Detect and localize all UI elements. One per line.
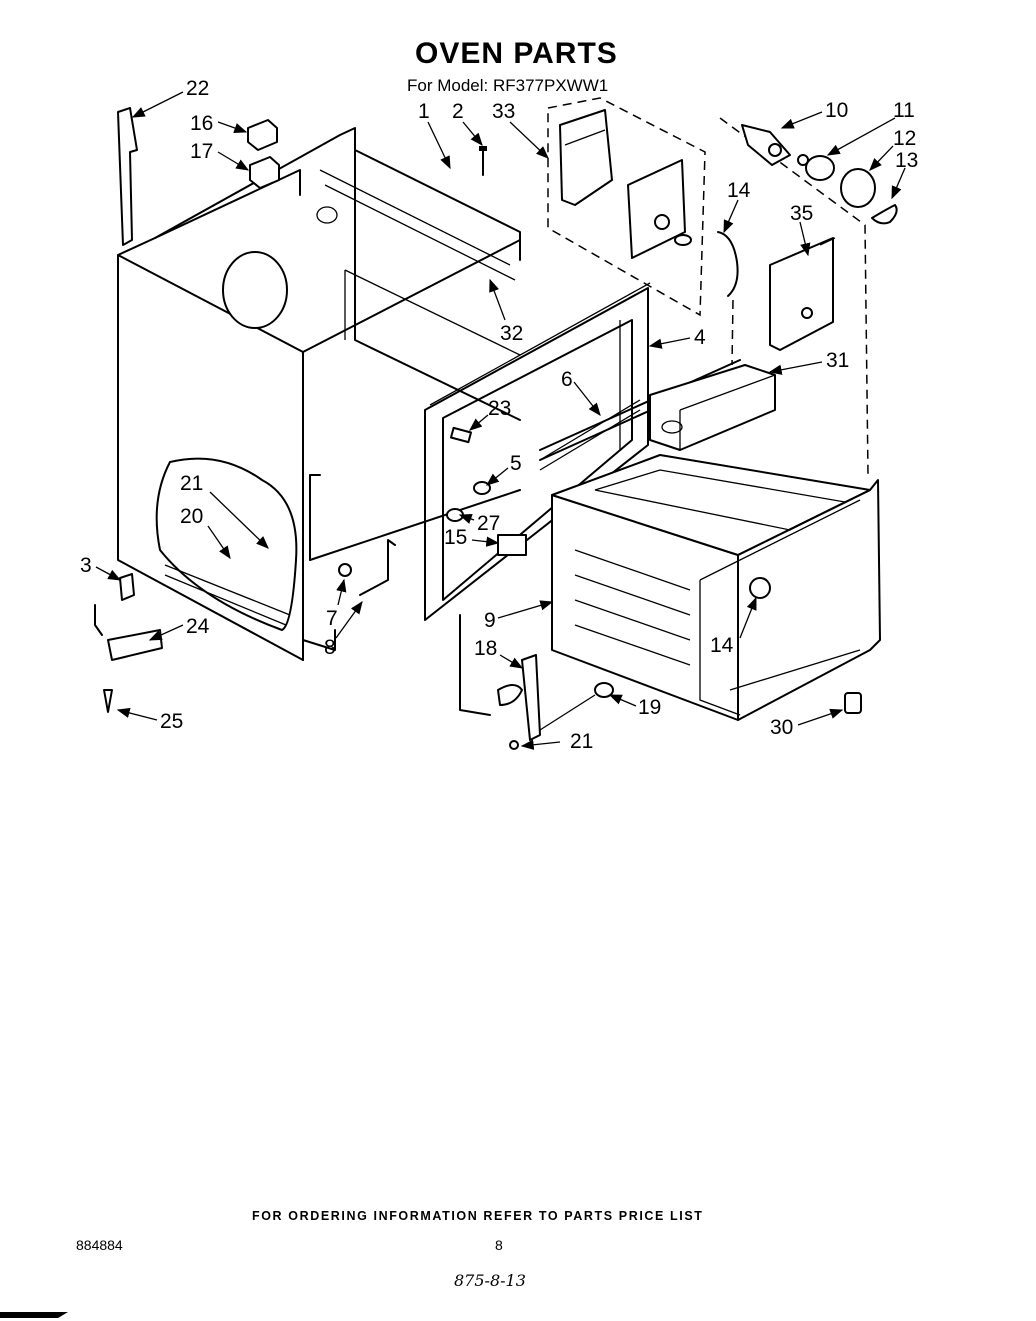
callout-4: 4 (694, 326, 706, 349)
callout-26: 24 (186, 615, 210, 638)
callout-3: 3 (80, 554, 92, 577)
bracket-assembly (547, 97, 706, 317)
model-label: For Model: RF377PXWW1 (407, 76, 609, 95)
callout-10: 10 (825, 99, 848, 122)
callout-27: 25 (160, 710, 183, 733)
document-number: 884884 (76, 1237, 123, 1253)
callout-31: 30 (770, 716, 793, 739)
callout-22: 20 (180, 505, 203, 528)
callout-30: 27 (477, 512, 500, 535)
callout-34: 33 (492, 100, 515, 123)
callout-7: 7 (326, 607, 338, 630)
gas-tube (717, 231, 739, 297)
callout-6: 6 (561, 368, 573, 391)
callout-15: 15 (444, 526, 467, 549)
oven-front-frame (424, 282, 651, 621)
oven-cabinet (117, 127, 521, 661)
callout-23: 21 (180, 472, 203, 495)
callout-18: 17 (190, 140, 213, 163)
scan-mark (0, 1312, 68, 1318)
handwritten-code: 875-8-13 (454, 1271, 526, 1290)
callout-24: 22 (186, 77, 209, 100)
callout-16: 14 (727, 179, 751, 202)
callout-32: 31 (826, 349, 849, 372)
callout-fourteen: 14 (710, 634, 734, 657)
callout-9: 9 (484, 609, 496, 632)
oven-liner (551, 454, 881, 721)
callout-25: 23 (488, 397, 511, 420)
callout-2: 2 (452, 100, 464, 123)
burner-cover (649, 364, 776, 451)
callout-8: 8 (324, 636, 336, 659)
page-title: OVEN PARTS (415, 37, 618, 70)
callout-20: 19 (638, 696, 661, 719)
callout-twenty-one: 21 (570, 730, 593, 753)
callout-13: 13 (895, 149, 918, 172)
ordering-note: FOR ORDERING INFORMATION REFER TO PARTS … (252, 1209, 704, 1223)
callout-35: 35 (790, 202, 813, 225)
small-parts (94, 107, 862, 750)
oven-light-assembly (719, 117, 898, 476)
callout-5: 5 (510, 452, 522, 475)
callout-33: 32 (500, 322, 523, 345)
page-number: 8 (495, 1237, 503, 1253)
callout-1: 1 (418, 100, 430, 123)
callout-11: 11 (893, 99, 915, 122)
callout-17: 16 (190, 112, 213, 135)
callout-numbers: 22 16 17 1 2 33 10 11 12 13 14 35 32 4 3… (80, 77, 918, 753)
rear-bracket (769, 237, 836, 351)
callout-leaders (95, 91, 906, 750)
callout-12: 12 (893, 127, 916, 150)
callout-19: 18 (474, 637, 497, 660)
